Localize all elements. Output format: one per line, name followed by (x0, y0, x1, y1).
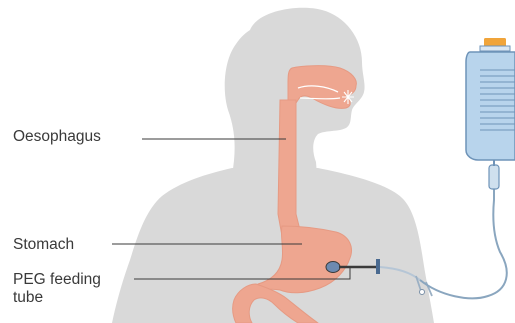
feeding-bag (466, 38, 515, 189)
body-silhouette (112, 8, 434, 323)
peg-label-line1: PEG feeding (13, 271, 101, 288)
stomach-label: Stomach (13, 236, 74, 254)
bag-neck (480, 46, 510, 51)
peg-button (326, 262, 340, 273)
peg-clamp (376, 259, 380, 274)
connector-cap (420, 290, 425, 295)
oesophagus-label: Oesophagus (13, 128, 101, 146)
peg-label-line2: tube (13, 289, 101, 307)
peg-feeding-tube-label: PEG feeding tube (13, 271, 101, 307)
drip-chamber (489, 165, 499, 189)
